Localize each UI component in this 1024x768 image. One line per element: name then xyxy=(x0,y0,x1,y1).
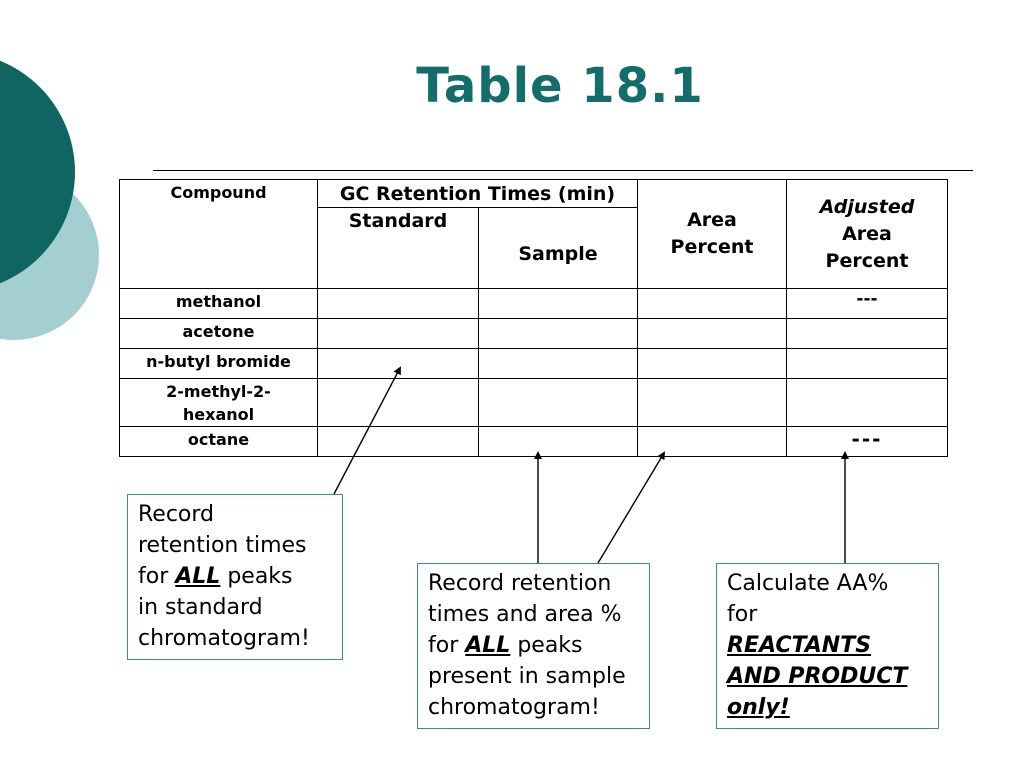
arrow-to-standard xyxy=(333,366,401,495)
callout-sample-line3-pre: for xyxy=(428,633,466,658)
standard-cell xyxy=(317,426,479,457)
title-underline xyxy=(153,170,973,171)
callout-standard-emphasis: ALL xyxy=(175,564,221,589)
compound-line1: 2-methyl-2- xyxy=(166,382,271,401)
callout-adjusted-line1: Calculate AA% xyxy=(727,571,889,596)
compound-cell: methanol xyxy=(119,288,318,319)
compound-cell: acetone xyxy=(119,318,318,349)
compound-cell: octane xyxy=(119,426,318,457)
callout-sample-emphasis: ALL xyxy=(465,633,511,658)
arrow-to-area-percent xyxy=(597,451,666,564)
sample-cell xyxy=(478,378,638,427)
callout-standard-line1: Record xyxy=(138,502,215,527)
callout-sample-line3-post: peaks xyxy=(510,633,583,658)
header-area-percent: Area Percent xyxy=(637,179,787,289)
compound-cell: n-butyl bromide xyxy=(119,348,318,379)
callout-standard-line2: retention times xyxy=(138,533,307,558)
area-percent-cell xyxy=(637,426,787,457)
callout-adjusted-line5: only! xyxy=(727,695,790,720)
callout-adjusted-line4: AND PRODUCT xyxy=(727,664,908,689)
sample-cell xyxy=(478,426,638,457)
standard-cell xyxy=(317,378,479,427)
header-area-line1: Area xyxy=(687,209,737,231)
standard-cell xyxy=(317,318,479,349)
callout-standard-line5: chromatogram! xyxy=(138,626,310,651)
header-adjusted-line1: Adjusted xyxy=(819,195,915,218)
area-percent-cell xyxy=(637,348,787,379)
slide-title: Table 18.1 xyxy=(416,58,704,114)
callout-sample-line4: present in sample xyxy=(428,664,626,689)
compound-cell: 2-methyl-2- hexanol xyxy=(119,378,318,427)
header-adjusted-line3: Percent xyxy=(825,249,909,272)
retention-table: Compound GC Retention Times (min) Area P… xyxy=(119,179,948,457)
table-row: acetone xyxy=(119,318,948,349)
header-adjusted-area-percent: Adjusted Area Percent xyxy=(786,179,948,289)
sample-cell xyxy=(478,348,638,379)
adjusted-cell: --- xyxy=(786,288,948,319)
callout-adjusted-line3: REACTANTS xyxy=(727,633,872,658)
table-row: n-butyl bromide xyxy=(119,348,948,379)
header-compound: Compound xyxy=(119,179,318,289)
callout-sample-line1: Record retention xyxy=(428,571,612,596)
callout-standard-line3-pre: for xyxy=(138,564,176,589)
callout-standard-line4: in standard xyxy=(138,595,263,620)
header-sample: Sample xyxy=(478,207,638,289)
decorative-circles xyxy=(0,60,99,340)
header-standard: Standard xyxy=(317,207,479,289)
callout-sample-line5: chromatogram! xyxy=(428,695,600,720)
standard-cell xyxy=(317,288,479,319)
table-row: octane --- xyxy=(119,426,948,457)
header-adjusted-line2: Area xyxy=(842,222,892,245)
sample-cell xyxy=(478,288,638,319)
compound-line2: hexanol xyxy=(182,405,255,424)
callout-sample: Record retention times and area % for AL… xyxy=(417,563,650,729)
callout-adjusted: Calculate AA% for REACTANTS AND PRODUCT … xyxy=(716,563,939,729)
callout-standard: Record retention times for ALL peaks in … xyxy=(127,494,343,660)
callout-standard-line3-post: peaks xyxy=(220,564,293,589)
adjusted-cell xyxy=(786,318,948,349)
callout-sample-line2: times and area % xyxy=(428,602,622,627)
header-area-line2: Percent xyxy=(670,236,754,258)
adjusted-cell: --- xyxy=(786,426,948,457)
table-row: methanol --- xyxy=(119,288,948,319)
callout-adjusted-line2: for xyxy=(727,602,758,627)
area-percent-cell xyxy=(637,378,787,427)
dark-teal-circle xyxy=(0,60,75,284)
